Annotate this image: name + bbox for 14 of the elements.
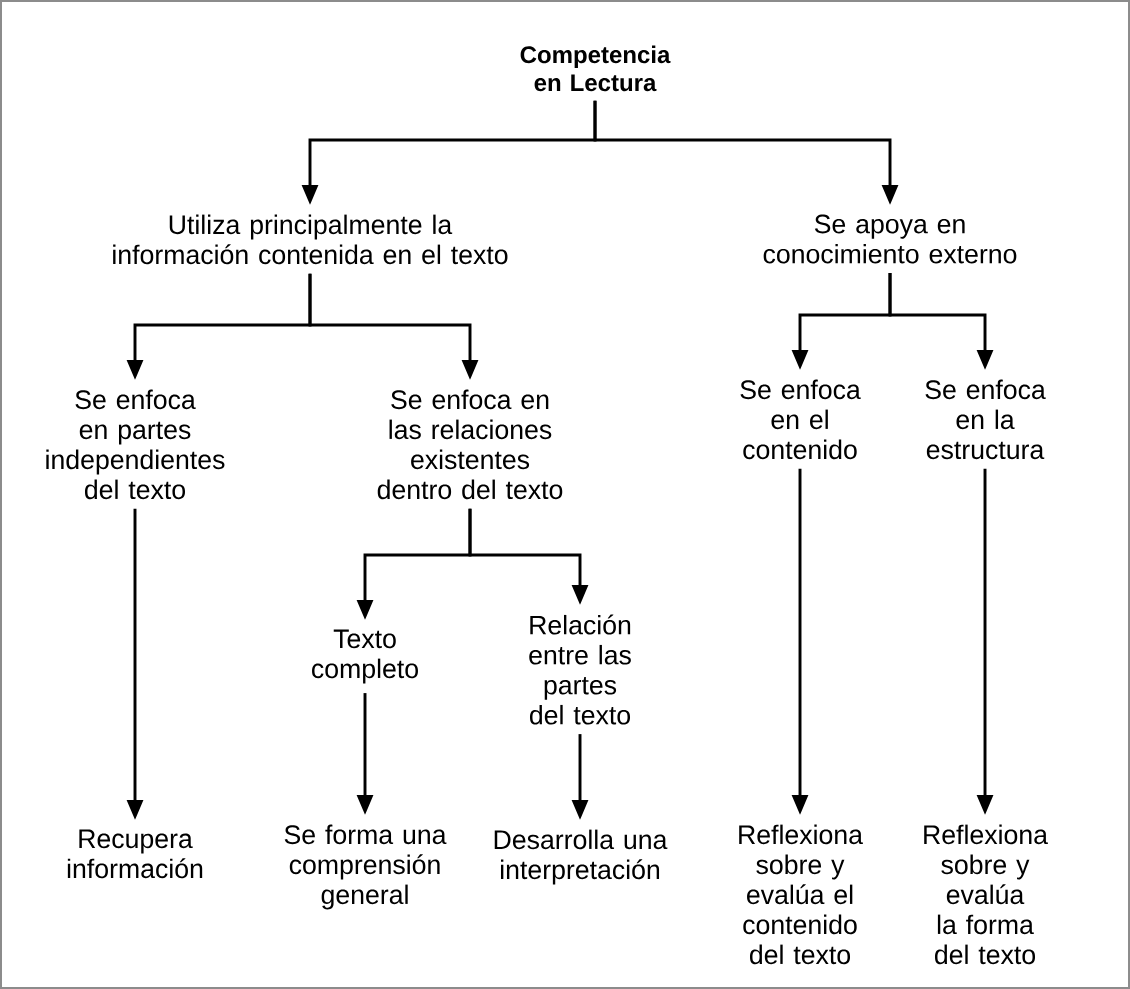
node-text: Desarrolla una interpretación <box>494 829 668 885</box>
title-text: Competencia en Lectura <box>520 45 671 92</box>
node-text: Reflexiona sobre y evalúa la forma del texto <box>924 824 1048 965</box>
node-text: Relación entre las partes del texto <box>529 614 631 725</box>
node-text: Recupera información <box>67 829 203 879</box>
node-text: Reflexiona sobre y evalúa el contenido del texto <box>739 824 863 965</box>
node-text: Se enfoca en las relaciones existentes dentro del texto <box>377 389 563 500</box>
node-text: Se forma una comprensión general <box>284 824 447 910</box>
node-text: Se enfoca en el contenido <box>740 379 861 460</box>
node-text: Se apoya en conocimiento externo <box>763 214 1017 264</box>
node-text: Se enfoca en la estructura <box>925 379 1046 460</box>
node-text: Texto completo <box>312 629 418 684</box>
node-text: Se enfoca en partes independientes del texto <box>46 389 225 500</box>
node-text: Utiliza principalmente la información contenida en el texto <box>113 214 508 265</box>
